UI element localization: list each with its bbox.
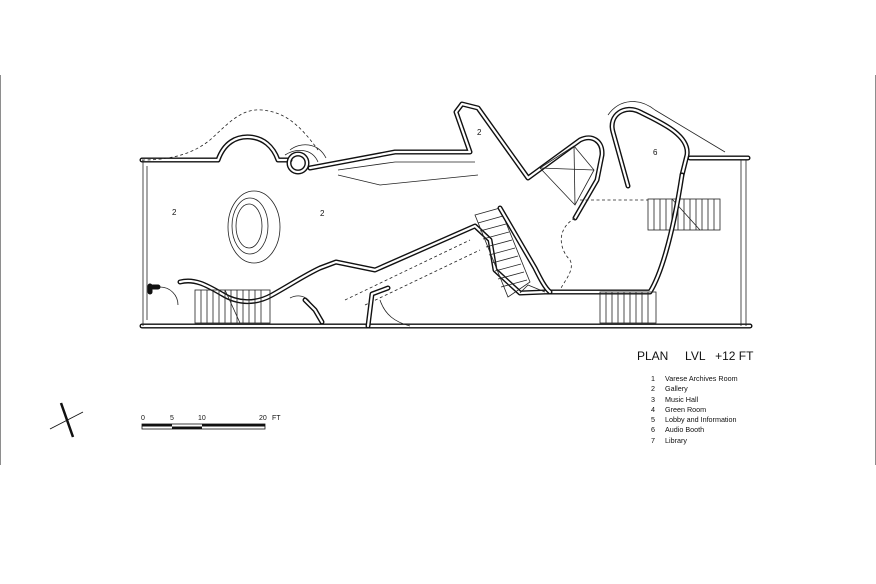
legend-num: 7 (651, 435, 655, 445)
legend-num: 2 (651, 384, 655, 394)
legend-num: 6 (651, 425, 655, 435)
stair-right (647, 198, 721, 231)
legend-label: Gallery (665, 384, 688, 394)
door-wall (289, 295, 325, 325)
room-tag-gallery-center: 2 (320, 209, 325, 218)
legend-item: 2 Gallery (651, 384, 738, 394)
north-arrow-icon (49, 402, 84, 438)
plan-level-label: LVL (685, 349, 706, 363)
legend-item: 5 Lobby and Information (651, 415, 738, 425)
legend-label: Green Room (665, 404, 707, 414)
legend-num: 3 (651, 394, 655, 404)
room-tag-gallery-left: 2 (172, 208, 177, 217)
oval-object (227, 190, 281, 264)
plan-title-text: PLAN (637, 349, 669, 363)
column-enclosure (289, 144, 327, 159)
legend-label: Library (665, 435, 687, 445)
legend-num: 5 (651, 415, 655, 425)
scale-bar: 0 5 10 20 FT (141, 415, 281, 430)
room-tag-gallery-upper: 2 (477, 128, 482, 137)
angled-room (539, 145, 595, 206)
exterior-wall-top (139, 134, 293, 163)
round-column (286, 151, 310, 175)
room-legend: 1 Varese Archives Room 2 Gallery 3 Music Ha… (651, 374, 738, 446)
legend-label: Audio Booth (665, 425, 705, 435)
legend-item: 6 Audio Booth (651, 425, 738, 435)
room-tag-audio-booth: 6 (653, 148, 658, 157)
legend-item: 3 Music Hall (651, 395, 738, 405)
audio-booth-wall (609, 106, 690, 189)
stair-lower-right (599, 291, 657, 324)
lower-left-partition (150, 284, 179, 306)
scale-unit: FT (272, 415, 281, 422)
stair-lower-left (194, 289, 271, 324)
scale-tick-5: 5 (170, 415, 174, 422)
legend-num: 1 (651, 374, 655, 383)
stair-center (474, 205, 553, 298)
lower-wavy-wall (177, 172, 685, 305)
scale-tick-0: 0 (141, 415, 145, 422)
plan-level-value: +12 FT (715, 349, 754, 363)
scale-tick-20: 20 (259, 415, 267, 422)
legend-item: 4 Green Room (651, 405, 738, 415)
upper-corridor-wall (307, 101, 605, 221)
overhead-line-top (141, 109, 319, 161)
legend-num: 4 (651, 404, 655, 414)
center-lower-wall (365, 285, 411, 329)
legend-label: Music Hall (665, 394, 699, 404)
legend-label: Varese Archives Room (665, 374, 738, 383)
legend-item: 7 Library (651, 436, 738, 446)
plan-title: PLAN LVL +12 FT (637, 349, 753, 363)
legend-item: 1 Varese Archives Room (651, 374, 738, 384)
legend-label: Lobby and Information (665, 415, 737, 425)
scale-tick-10: 10 (198, 415, 206, 422)
